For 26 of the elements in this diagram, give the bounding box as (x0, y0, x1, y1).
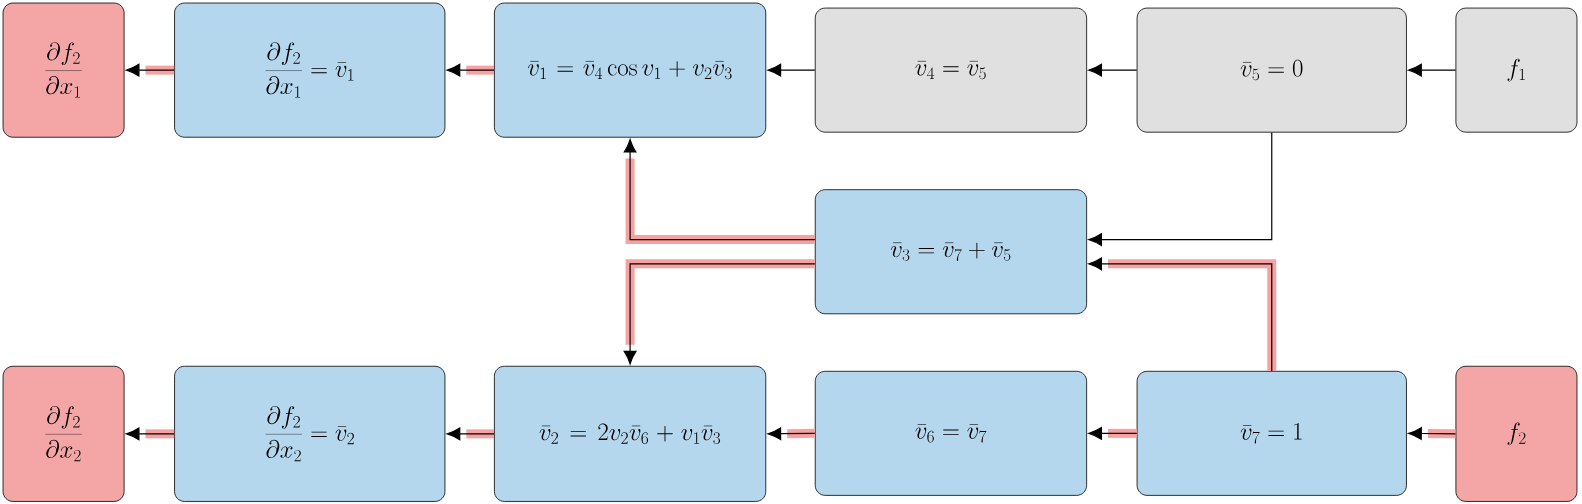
arrow (1088, 131, 1273, 247)
formula-box: $\bar{v}_7 = 1$ (1136, 370, 1407, 496)
arrow (125, 63, 175, 77)
formula-box: $\frac{\partial f_2}{\partial x_1} = \bar{v}_1$ (174, 2, 446, 138)
arrow (1408, 63, 1457, 77)
formula-box: $\bar{v}_1 = \bar{v}_4 \cos v_1 + v_2 \bar{v}_3$ (494, 2, 767, 138)
arrow (446, 427, 495, 441)
formula-box: $\bar{v}_3 = \bar{v}_7 + \bar{v}_5$ (814, 189, 1088, 315)
formula-box: $\bar{v}_2 = 2 v_2 \bar{v}_6 + v_1 \bar{v}_3$ (494, 365, 767, 502)
formula-box: $\bar{v}_5 = 0$ (1136, 7, 1407, 133)
arrow (623, 263, 816, 365)
arrow (767, 63, 816, 77)
formula-box: $f_2$ (1455, 365, 1578, 502)
arrow (623, 139, 816, 241)
formula-box: $\bar{v}_4 = \bar{v}_5$ (814, 7, 1088, 133)
formula-box: $\frac{\partial f_2}{\partial x_2} = \bar{v}_2$ (174, 365, 446, 502)
formula-box: $\bar{v}_6 = \bar{v}_7$ (814, 370, 1088, 496)
arrow (446, 63, 495, 77)
formula-box: $\frac{\partial f_2}{\partial x_2}$ (2, 365, 125, 502)
arrow (125, 427, 175, 441)
arrow (767, 427, 816, 441)
formula-box: $\frac{\partial f_2}{\partial x_1}$ (2, 2, 125, 138)
arrow (1088, 63, 1138, 77)
arrow (1088, 426, 1138, 440)
arrow (1408, 427, 1457, 440)
formula-box: $f_1$ (1455, 7, 1578, 133)
